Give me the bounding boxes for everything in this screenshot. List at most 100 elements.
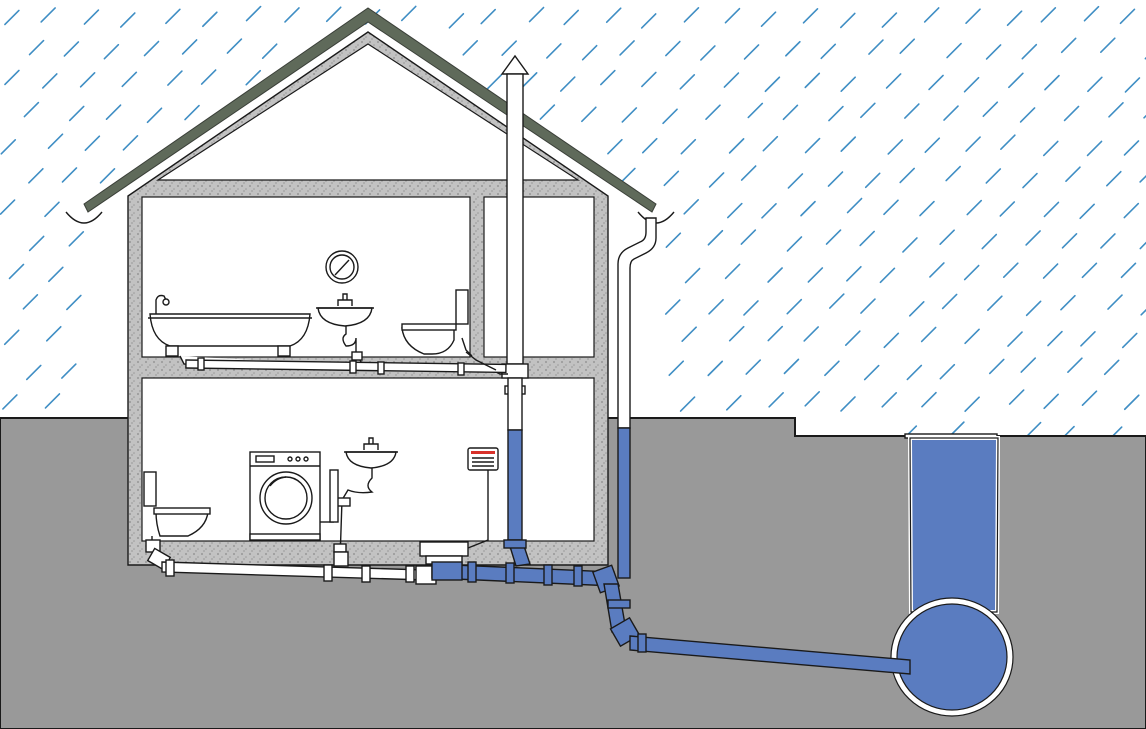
rain-streak bbox=[904, 103, 920, 119]
rain-streak bbox=[999, 201, 1016, 217]
rain-streak bbox=[840, 396, 856, 412]
rain-streak bbox=[839, 12, 856, 29]
rain-streak bbox=[665, 232, 682, 248]
rain-streak bbox=[28, 39, 45, 56]
rain-streak bbox=[707, 229, 724, 246]
rain-streak bbox=[79, 72, 96, 88]
rain-streak bbox=[767, 267, 783, 283]
rain-streak bbox=[1061, 232, 1078, 249]
rain-streak bbox=[41, 73, 58, 89]
rain-streak bbox=[167, 70, 183, 86]
rain-streak bbox=[640, 13, 657, 29]
rain-streak bbox=[705, 104, 721, 120]
bathtub-icon bbox=[148, 294, 312, 357]
rain-streak bbox=[1040, 6, 1057, 23]
basement-waste-pipe bbox=[146, 547, 427, 583]
downspout bbox=[617, 217, 657, 579]
rain-streak bbox=[899, 38, 916, 55]
rain-streak bbox=[1025, 230, 1041, 246]
rain-streak bbox=[28, 235, 45, 252]
rain-streak bbox=[728, 138, 745, 154]
rain-streak bbox=[539, 104, 556, 120]
rain-streak bbox=[860, 102, 876, 119]
rain-streak bbox=[708, 298, 724, 315]
rain-streak bbox=[99, 168, 116, 184]
rain-streak bbox=[1081, 390, 1098, 406]
rain-streak bbox=[1020, 357, 1037, 373]
rain-streak bbox=[825, 229, 842, 245]
rain-streak bbox=[786, 236, 803, 252]
rain-streak bbox=[181, 39, 198, 55]
rain-streak bbox=[66, 294, 82, 311]
rain-streak bbox=[985, 44, 1002, 60]
rain-streak bbox=[44, 393, 61, 409]
gutter-icon bbox=[65, 211, 103, 224]
rain-streak bbox=[804, 390, 821, 407]
rain-streak bbox=[146, 107, 163, 124]
rain-streak bbox=[620, 167, 636, 184]
rain-streak bbox=[828, 293, 845, 309]
rain-streak bbox=[1080, 331, 1096, 347]
rain-streak bbox=[28, 167, 44, 184]
rain-streak bbox=[1120, 262, 1137, 279]
rain-streak bbox=[787, 173, 804, 189]
rain-streak bbox=[68, 231, 85, 247]
rain-streak bbox=[824, 360, 840, 377]
rain-streak bbox=[828, 105, 844, 122]
rain-streak bbox=[3, 329, 20, 346]
rain-streak bbox=[664, 299, 681, 315]
rain-streak bbox=[885, 73, 902, 89]
rain-streak bbox=[1043, 393, 1059, 410]
rain-streak bbox=[683, 198, 699, 215]
rain-streak bbox=[860, 298, 876, 314]
rain-streak bbox=[679, 74, 696, 90]
rain-streak bbox=[782, 104, 799, 121]
rain-streak bbox=[988, 358, 1005, 375]
rain-streak bbox=[122, 135, 139, 151]
rain-streak bbox=[25, 364, 42, 381]
rain-streak bbox=[1081, 262, 1098, 279]
rain-streak bbox=[906, 364, 923, 381]
rain-streak bbox=[4, 9, 20, 26]
rain-streak bbox=[600, 69, 616, 86]
stairwell-room bbox=[483, 196, 595, 358]
backflow-valve-icon bbox=[415, 541, 469, 585]
rain-streak bbox=[846, 197, 863, 214]
rain-streak bbox=[165, 8, 181, 25]
rain-streak bbox=[964, 396, 980, 413]
rain-streak bbox=[1121, 332, 1138, 349]
rain-streak bbox=[924, 137, 941, 154]
rain-streak bbox=[83, 9, 100, 25]
rain-streak bbox=[61, 363, 77, 379]
wall-clock-icon bbox=[325, 250, 359, 284]
rain-streak bbox=[928, 74, 944, 91]
rain-streak bbox=[679, 396, 696, 412]
rain-streak bbox=[827, 171, 844, 187]
rain-streak bbox=[1000, 134, 1016, 150]
attic bbox=[155, 43, 581, 181]
rain-streak bbox=[745, 359, 762, 375]
rain-streak bbox=[982, 101, 999, 118]
rain-streak bbox=[1065, 166, 1081, 182]
rain-streak bbox=[919, 200, 935, 217]
rain-streak bbox=[1008, 389, 1025, 405]
rain-streak bbox=[621, 107, 638, 123]
rain-streak bbox=[879, 267, 896, 284]
rain-streak bbox=[840, 136, 857, 152]
rain-streak bbox=[724, 263, 741, 280]
rain-streak bbox=[863, 364, 880, 381]
rain-streak bbox=[501, 40, 517, 56]
rain-streak bbox=[728, 325, 745, 342]
rain-streak bbox=[400, 5, 417, 22]
rain-streak bbox=[665, 40, 681, 57]
rain-streak bbox=[1106, 170, 1122, 187]
rain-streak bbox=[684, 267, 701, 284]
rain-streak bbox=[1022, 172, 1038, 189]
rain-streak bbox=[1043, 201, 1060, 218]
rain-streak bbox=[707, 360, 724, 377]
rain-streak bbox=[1119, 8, 1136, 25]
rain-streak bbox=[605, 7, 622, 24]
manhole-icon bbox=[890, 433, 1014, 717]
rain-streak bbox=[63, 41, 80, 57]
rain-streak bbox=[939, 229, 955, 245]
